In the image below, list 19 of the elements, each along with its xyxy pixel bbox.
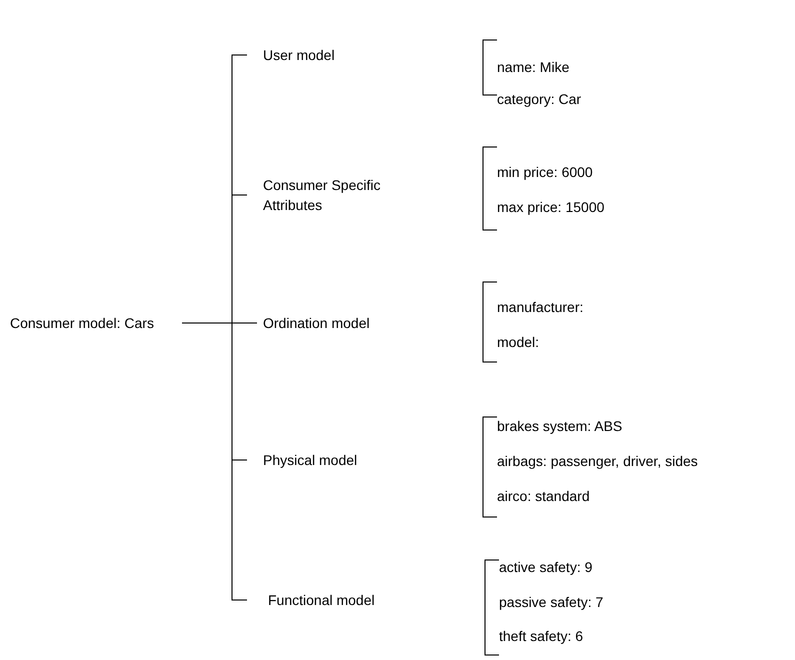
model-label: Functional model [247, 590, 427, 610]
attribute-text: theft safety: 6 [499, 629, 584, 643]
attribute-text: airco: standard [497, 489, 590, 503]
attribute-text: category: Car [497, 92, 582, 106]
model-label: Consumer Specific Attributes [247, 175, 427, 215]
attribute-text: active safety: 9 [499, 560, 592, 574]
attribute-text: name: Mike [497, 60, 570, 74]
attribute-text: model: [497, 335, 540, 349]
attribute-text: passive safety: 7 [499, 595, 604, 609]
attribute-text: max price: 15000 [497, 200, 604, 214]
tree-connector [182, 322, 248, 600]
root-label: Consumer model: Cars [6, 313, 182, 333]
attribute-text: brakes system: ABS [497, 419, 622, 433]
model-label: Ordination model [247, 313, 427, 333]
attribute-text: manufacturer: [497, 300, 584, 314]
attribute-text: min price: 6000 [497, 165, 593, 179]
attribute-text: airbags: passenger, driver, sides [497, 454, 698, 468]
model-label: Physical model [247, 450, 427, 470]
model-label: User model [247, 45, 407, 65]
